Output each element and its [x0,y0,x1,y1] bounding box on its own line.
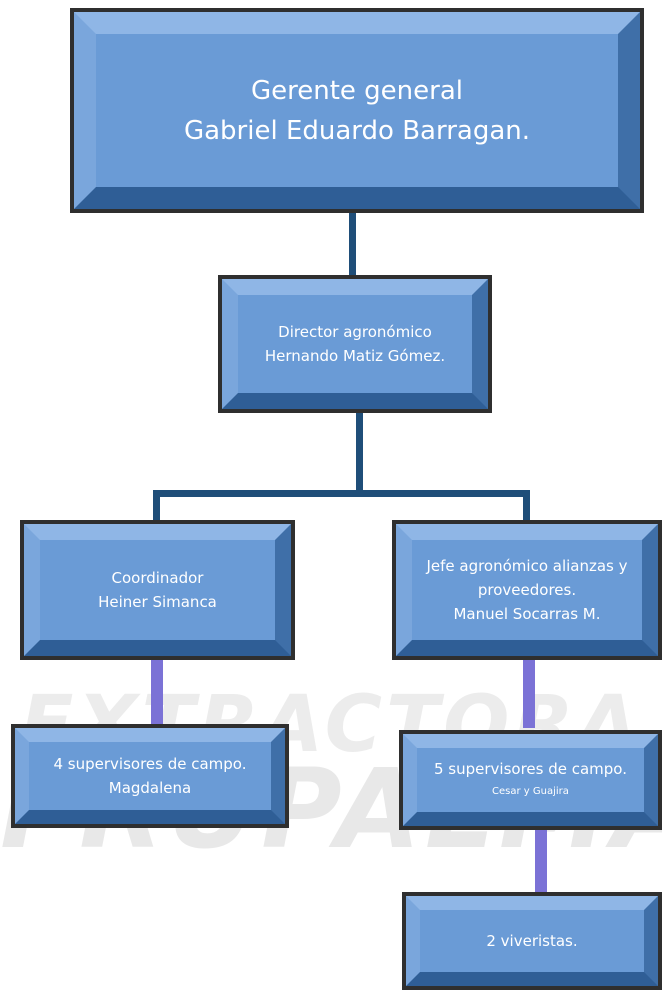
connector-horizontal-branch [153,490,530,497]
connector-jefe-supervisores [523,658,535,728]
connector-gerente-director [349,210,356,280]
gerente-name: Gabriel Eduardo Barragan. [183,115,531,146]
supervisores-cesar-title: 5 supervisores de campo. [433,760,627,778]
jefe-agronomico-box: Jefe agronómico alianzas y proveedores. … [392,520,662,660]
connector-branch-jefe [523,490,530,523]
connector-director-branch [356,410,363,495]
coordinador-title: Coordinador [111,569,204,587]
viveristas-box: 2 viveristas. [402,892,662,990]
connector-coordinador-supervisores [151,658,163,726]
coordinador-box: Coordinador Heiner Simanca [20,520,295,660]
director-name: Hernando Matiz Gómez. [264,347,446,365]
connector-branch-coordinador [153,490,160,523]
gerente-title: Gerente general [250,75,463,106]
supervisores-cesar-region: Cesar y Guajira [492,786,569,797]
supervisores-magdalena-box: 4 supervisores de campo. Magdalena [11,724,289,828]
jefe-name: Manuel Socarras M. [453,605,601,623]
coordinador-name: Heiner Simanca [98,593,217,611]
supervisores-cesar-box: 5 supervisores de campo. Cesar y Guajira [399,730,662,830]
supervisores-magdalena-title: 4 supervisores de campo. [53,755,247,773]
viveristas-title: 2 viveristas. [486,932,578,950]
gerente-general-box: Gerente general Gabriel Eduardo Barragan… [70,8,644,213]
jefe-title: Jefe agronómico alianzas y proveedores. [426,557,628,599]
connector-supervisores-viveristas [535,823,547,893]
director-title: Director agronómico [278,323,432,341]
director-agronomico-box: Director agronómico Hernando Matiz Gómez… [218,275,492,413]
supervisores-magdalena-region: Magdalena [108,779,192,797]
